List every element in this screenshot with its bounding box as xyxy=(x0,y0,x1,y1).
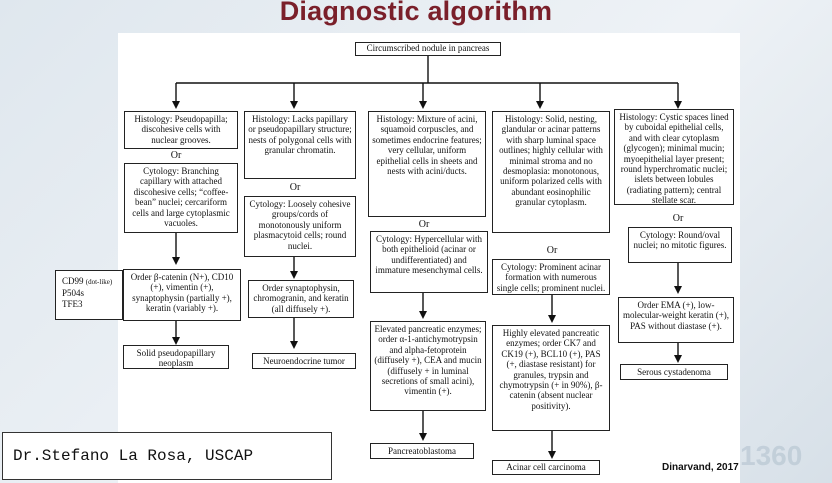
col4-or-label: Or xyxy=(546,245,558,256)
col5-cytology-box: Cytology: Round/oval nuclei; no mitotic … xyxy=(628,227,732,263)
root-box: Circumscribed nodule in pancreas xyxy=(355,42,501,56)
col1-diagnosis-box: Solid pseudopapillary neoplasm xyxy=(123,345,229,369)
background-ghost-text xyxy=(8,44,14,68)
col4-histology-box: Histology: Solid, nesting, glandular or … xyxy=(492,111,610,233)
col1-or-label: Or xyxy=(170,150,182,161)
ihc-marker-p504s: P504s xyxy=(62,288,85,298)
col1-cytology-box: Cytology: Branching capillary with attac… xyxy=(124,163,238,233)
ihc-marker-tfe3: TFE3 xyxy=(62,299,83,309)
col3-histology-box: Histology: Mixture of acini, squamoid co… xyxy=(368,111,486,217)
col3-cytology-box: Cytology: Hypercellular with both epithe… xyxy=(370,231,488,293)
col1-stains-box: Order β-catenin (N+), CD10 (+), vimentin… xyxy=(123,269,241,321)
connector-lines xyxy=(172,56,682,459)
ihc-marker-cd99: CD99 xyxy=(62,276,84,286)
col3-stains-box: Elevated pancreatic enzymes; order α-1-a… xyxy=(370,321,486,411)
col4-diagnosis-box: Acinar cell carcinoma xyxy=(492,460,600,475)
col3-diagnosis-box: Pancreatoblastoma xyxy=(370,443,474,459)
col5-stains-box: Order EMA (+), low-molecular-weight kera… xyxy=(618,297,734,343)
col2-or-label: Or xyxy=(289,182,301,193)
col5-diagnosis-box: Serous cystadenoma xyxy=(620,364,728,380)
slide-title: Diagnostic algorithm xyxy=(279,0,553,26)
ihc-marker-cd99-qualifier: (dot-like) xyxy=(85,278,113,286)
col4-stains-box: Highly elevated pancreatic enzymes; orde… xyxy=(492,325,610,431)
col2-stains-box: Order synaptophysin, chromogranin, and k… xyxy=(248,280,354,318)
algorithm-figure: Circumscribed nodule in pancreas Histolo… xyxy=(118,33,740,483)
site-watermark: 1360 xyxy=(740,440,803,471)
ihc-markers-note: CD99 (dot-like) P504s TFE3 xyxy=(55,270,123,320)
col3-or-label: Or xyxy=(418,219,430,230)
col5-histology-box: Histology: Cystic spaces lined by cuboid… xyxy=(614,109,734,205)
speaker-credit: Dr.Stefano La Rosa, USCAP xyxy=(2,432,332,480)
col1-histology-box: Histology: Pseudopapilla; discohesive ce… xyxy=(124,111,238,149)
col5-or-label: Or xyxy=(672,213,684,224)
figure-citation: Dinarvand, 2017 xyxy=(662,462,739,473)
col2-histology-box: Histology: Lacks papillary or pseudopapi… xyxy=(244,111,356,179)
col2-cytology-box: Cytology: Loosely cohesive groups/cords … xyxy=(244,196,356,257)
col2-diagnosis-box: Neuroendocrine tumor xyxy=(252,353,356,369)
col4-cytology-box: Cytology: Prominent acinar formation wit… xyxy=(492,259,610,295)
